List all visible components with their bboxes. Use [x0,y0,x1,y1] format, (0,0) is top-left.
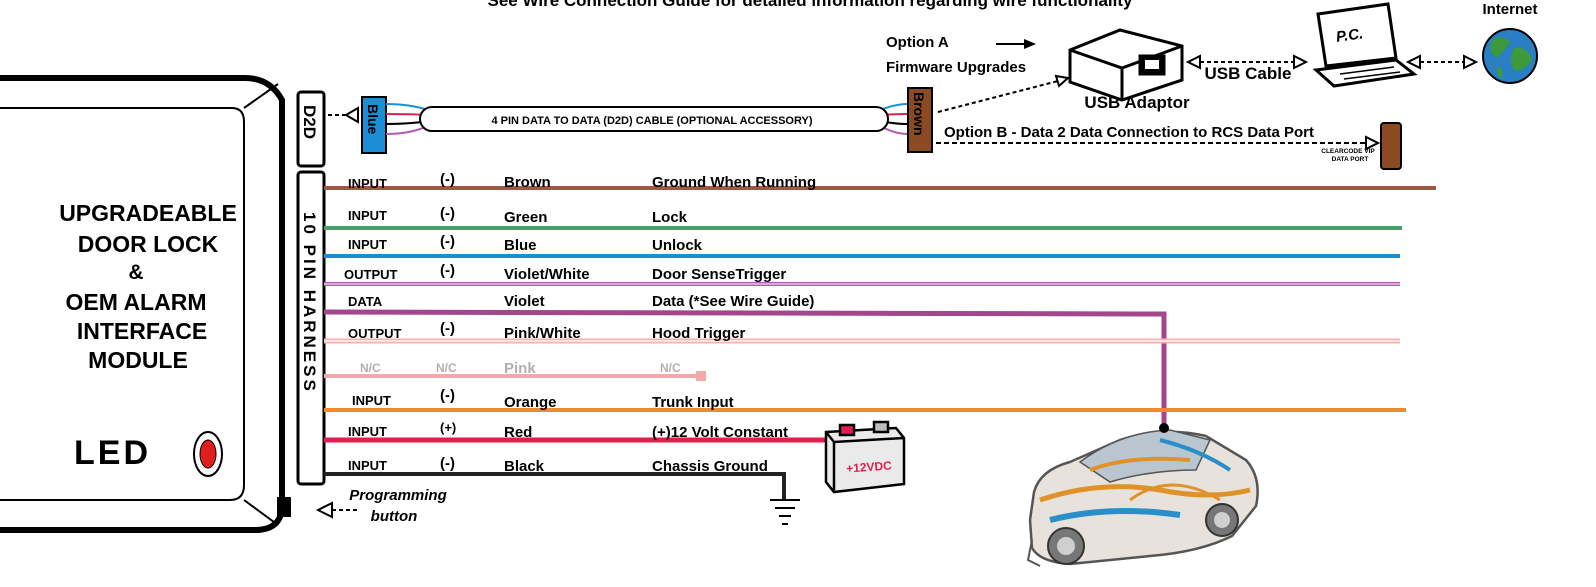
internet-label: Internet [1482,1,1537,18]
wire-line-violet [323,309,1167,428]
wire-color: Blue [504,237,537,254]
clearcode-label: CLEARCODE VIP [1321,148,1375,155]
wire-type: INPUT [348,237,387,252]
blue-connector-label: Blue [365,104,381,135]
wire-type: INPUT [348,208,387,223]
wire-color: Green [504,209,547,226]
battery-label: +12VDC [846,458,893,475]
usb-adaptor-label: USB Adaptor [1084,93,1190,112]
module-title-line: OEM ALARM [66,289,207,315]
battery-icon [824,420,906,494]
wire-type: INPUT [348,424,387,439]
wire-function: Unlock [652,237,703,254]
led-indicator [193,431,223,477]
globe-icon [1482,28,1538,84]
wire-polarity: N/C [436,361,457,375]
wire-function: Door SenseTrigger [652,266,786,283]
clearcode-port [1380,122,1402,170]
module-title-line: DOOR LOCK [78,231,219,257]
module-title: UPGRADEABLE DOOR LOCK & OEM ALARM INTERF… [59,200,237,373]
data-connection-point [1159,423,1169,433]
harness-label: 10 PIN HARNESS [300,212,319,394]
d2d-cable-label: 4 PIN DATA TO DATA (D2D) CABLE (OPTIONAL… [491,115,812,127]
wire-polarity: (-) [440,320,455,337]
programming-label: button [371,508,418,525]
wire-color: Black [504,458,545,475]
wire-function: N/C [660,361,681,375]
wire-function: Hood Trigger [652,325,745,342]
wire-type: OUTPUT [348,326,402,341]
ground-symbol-icon [770,499,800,525]
wire-color: Pink/White [504,325,581,342]
programming-label: Programming [349,487,447,504]
wire-type: INPUT [352,393,391,408]
led-label: LED [74,434,151,472]
wire-color: Violet/White [504,266,590,283]
wire-lines [323,186,1436,500]
wire-labels: INPUT (-) Brown Ground When Running INPU… [344,171,816,475]
wire-type: INPUT [348,176,387,191]
wire-polarity: (-) [440,262,455,279]
option-a-sub: Firmware Upgrades [886,59,1026,76]
d2d-cable [419,106,889,132]
wire-function: Lock [652,209,688,226]
module-title-line: MODULE [88,347,188,373]
car-icon [1026,429,1259,567]
wire-line-black [324,472,786,500]
wire-type: DATA [348,294,383,309]
harness-connector [296,170,326,486]
blue-connector: Blue [361,96,387,154]
module-title-line: UPGRADEABLE [59,200,237,226]
wire-function: Chassis Ground [652,458,768,475]
wire-polarity: (-) [440,171,455,188]
wire-polarity: (-) [440,205,455,222]
wire-color: Brown [504,174,551,191]
module-title-line: INTERFACE [77,318,207,344]
option-b-label: Option B - Data 2 Data Connection to RCS… [944,124,1314,141]
clearcode-label: DATA PORT [1332,156,1369,163]
wire-polarity: (-) [440,455,455,472]
module-title-line: & [128,261,143,284]
usb-adaptor [1068,28,1184,102]
wire-type: N/C [360,361,381,375]
wire-polarity: (-) [440,233,455,250]
wire-type: INPUT [348,458,387,473]
d2d-port-label: D2D [300,105,319,139]
option-a-label: Option A [886,34,949,51]
header-text: See Wire Connection Guide for detailed i… [488,0,1134,10]
programming-arrow [315,501,333,519]
wire-color: Red [504,424,532,441]
wire-polarity: (-) [440,387,455,404]
programming-button[interactable] [277,497,291,517]
usb-cable-label: USB Cable [1205,64,1292,83]
laptop-icon [1312,2,1418,88]
wire-function: Ground When Running [652,174,816,191]
brown-connector-label: Brown [911,92,927,136]
wire-function: Data (*See Wire Guide) [652,293,814,310]
d2d-port[interactable] [296,90,326,168]
wire-color: Pink [504,360,536,377]
wire-function: Trunk Input [652,394,734,411]
wire-function: (+)12 Volt Constant [652,424,788,441]
wire-color: Orange [504,394,557,411]
pc-label: P.C. [1335,25,1364,46]
brown-connector: Brown [907,87,933,153]
wire-type: OUTPUT [344,267,398,282]
wire-color: Violet [504,293,545,310]
wire-polarity: (+) [440,420,456,435]
